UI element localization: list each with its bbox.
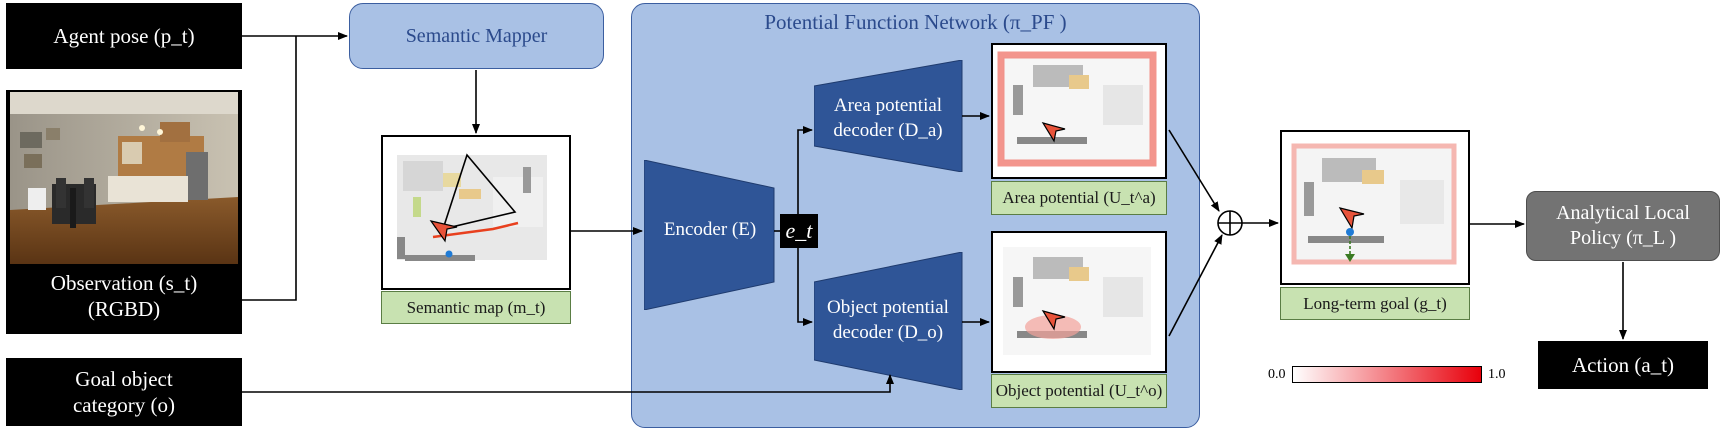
colorbar xyxy=(1292,366,1482,383)
area-decoder-label: Area potential decoder (D_a) xyxy=(818,94,958,143)
object-potential-caption: Object potential (U_t^o) xyxy=(991,374,1167,408)
long-term-goal-graphic xyxy=(1291,143,1457,265)
rgbd-photo xyxy=(10,92,238,264)
agent-arrow-icon xyxy=(1041,122,1066,143)
long-term-goal-image xyxy=(1280,130,1470,285)
object-potential-graphic xyxy=(1003,247,1151,355)
observation-label: Observation (s_t) (RGBD) xyxy=(6,262,242,342)
goal-dot-icon xyxy=(1346,228,1354,236)
area-decoder-shape xyxy=(814,60,963,172)
agent-arrow-icon xyxy=(429,220,458,243)
sum-icon xyxy=(1217,210,1243,236)
semantic-map-caption: Semantic map (m_t) xyxy=(381,291,571,324)
observation-box: Observation (s_t) (RGBD) xyxy=(6,90,242,334)
agent-arrow-icon xyxy=(1338,207,1365,230)
observation-label-line1: Observation (s_t) xyxy=(50,271,198,295)
encoder-shape xyxy=(644,160,775,310)
goal-dot-icon xyxy=(445,250,453,258)
object-decoder-label: Object potential decoder (D_o) xyxy=(818,296,958,345)
local-policy-line1: Analytical Local xyxy=(1556,202,1690,224)
semantic-mapper-label: Semantic Mapper xyxy=(405,24,548,47)
embedding-label: e_t xyxy=(785,218,813,243)
area-potential-image xyxy=(991,43,1167,179)
area-decoder-line1: Area potential xyxy=(833,95,943,116)
agent-pose-label: Agent pose (p_t) xyxy=(53,23,195,48)
area-decoder-line2: decoder (D_a) xyxy=(833,119,943,141)
object-decoder-line1: Object potential xyxy=(827,297,949,318)
embedding-box: e_t xyxy=(780,214,818,248)
semantic-map-graphic xyxy=(397,153,547,261)
object-potential-image xyxy=(991,231,1167,373)
colorbar-max-label: 1.0 xyxy=(1488,367,1506,382)
object-decoder-shape xyxy=(814,252,963,390)
area-potential-caption: Area potential (U_t^a) xyxy=(991,181,1167,215)
long-term-goal-caption: Long-term goal (g_t) xyxy=(1280,287,1470,320)
arrow-observation-to-mapper xyxy=(242,36,297,301)
action-box: Action (a_t) xyxy=(1538,341,1708,389)
local-policy-line2: Policy (π_L ) xyxy=(1569,227,1676,249)
action-label: Action (a_t) xyxy=(1571,352,1675,377)
goal-object-line2: category (o) xyxy=(72,393,176,417)
local-policy-box: Analytical Local Policy (π_L ) xyxy=(1526,191,1720,261)
semantic-mapper-box: Semantic Mapper xyxy=(349,3,604,69)
area-potential-graphic xyxy=(997,51,1157,167)
semantic-map-image xyxy=(381,135,571,290)
object-decoder-line2: decoder (D_o) xyxy=(832,321,944,343)
goal-object-box: Goal object category (o) xyxy=(6,358,242,426)
agent-arrow-icon xyxy=(1041,310,1066,331)
colorbar-min-label: 0.0 xyxy=(1268,367,1286,382)
agent-pose-box: Agent pose (p_t) xyxy=(6,3,242,69)
goal-object-line1: Goal object xyxy=(75,366,173,391)
encoder-label: Encoder (E) xyxy=(663,219,757,240)
pfn-title: Potential Function Network (π_PF ) xyxy=(764,10,1067,34)
observation-label-line2: (RGBD) xyxy=(87,297,161,322)
